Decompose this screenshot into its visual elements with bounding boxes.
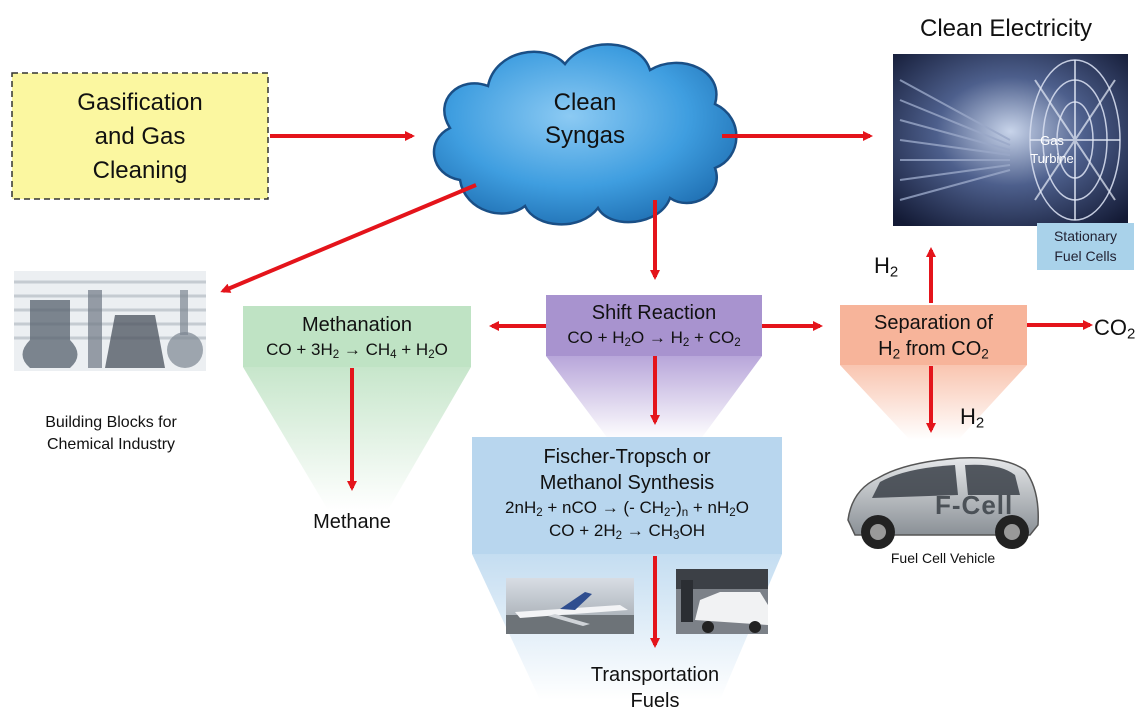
- stationary-line-1: Stationary: [1053, 228, 1118, 244]
- vehicle-badge: F-Cell: [935, 490, 1014, 520]
- fischer-equation-1: 2nH2 + nCO → (- CH2-)n + nH2O: [505, 498, 749, 519]
- chemicals-caption: Building Blocks for Chemical Industry: [6, 412, 216, 456]
- stationary-fuel-cells-label: Stationary Fuel Cells: [1037, 226, 1134, 266]
- gasification-line-2: and Gas: [94, 123, 186, 150]
- separation-funnel: [840, 365, 1027, 440]
- methanation-equation: CO + 3H2 → CH4 + H2O: [266, 340, 448, 361]
- fischer-tropsch-box: Fischer-Tropsch or Methanol Synthesis 2n…: [472, 437, 782, 554]
- gas-turbine-line-2: Turbine: [1030, 151, 1074, 166]
- separation-line-2: H2 from CO2: [878, 338, 989, 362]
- shift-reaction-box: Shift Reaction CO + H2O → H2 + CO2: [546, 295, 762, 356]
- car-fueling-image: [676, 569, 768, 634]
- gas-turbine-line-1: Gas: [1040, 133, 1064, 148]
- methanation-box: Methanation CO + 3H2 → CH4 + H2O: [243, 306, 471, 367]
- methanation-title: Methanation: [301, 314, 413, 336]
- airplane-image: [506, 578, 634, 634]
- shift-reaction-title: Shift Reaction: [591, 302, 717, 324]
- separation-box: Separation of H2 from CO2: [840, 305, 1027, 365]
- transport-line-1: Transportation: [590, 664, 720, 686]
- h2-to-turbine-label: H2: [874, 253, 899, 281]
- fuel-cell-vehicle-caption: Fuel Cell Vehicle: [890, 550, 996, 566]
- stationary-line-2: Fuel Cells: [1054, 248, 1117, 264]
- chemicals-line-2: Chemical Industry: [46, 436, 176, 453]
- gasification-line-3: Cleaning: [92, 157, 188, 184]
- shift-reaction-equation: CO + H2O → H2 + CO2: [567, 328, 741, 349]
- gasification-label: Gasification and Gas Cleaning: [12, 86, 268, 188]
- fischer-line-1: Fischer-Tropsch or: [543, 446, 711, 468]
- stationary-fuel-cells-box: [1037, 223, 1134, 270]
- syngas-label: Clean Syngas: [500, 86, 670, 152]
- fuel-cell-vehicle-image: [847, 457, 1039, 549]
- syngas-cloud: [432, 43, 738, 226]
- gas-turbine-image: [893, 54, 1128, 226]
- gas-turbine-label: Gas Turbine: [1022, 132, 1082, 168]
- separation-line-1: Separation of: [874, 312, 993, 334]
- gasification-box: [11, 72, 269, 200]
- clean-electricity-title: Clean Electricity: [920, 15, 1093, 42]
- chemical-glassware-image: [14, 271, 206, 371]
- syngas-line-1: Clean: [553, 89, 617, 116]
- transportation-fuels-label: Transportation Fuels: [555, 662, 755, 714]
- gasification-line-1: Gasification: [77, 89, 203, 116]
- fischer-line-2: Methanol Synthesis: [539, 472, 715, 494]
- syngas-line-2: Syngas: [544, 122, 626, 149]
- h2-to-vehicle-label: H2: [960, 404, 985, 432]
- co2-output-label: CO2: [1094, 315, 1136, 343]
- chemicals-line-1: Building Blocks for: [45, 414, 177, 431]
- arrow-syngas-to-chemicals: [220, 183, 477, 293]
- methanation-funnel: [243, 367, 471, 510]
- transport-line-2: Fuels: [630, 690, 680, 712]
- methane-label: Methane: [313, 511, 391, 533]
- fischer-equation-2: CO + 2H2 → CH3OH: [549, 521, 705, 542]
